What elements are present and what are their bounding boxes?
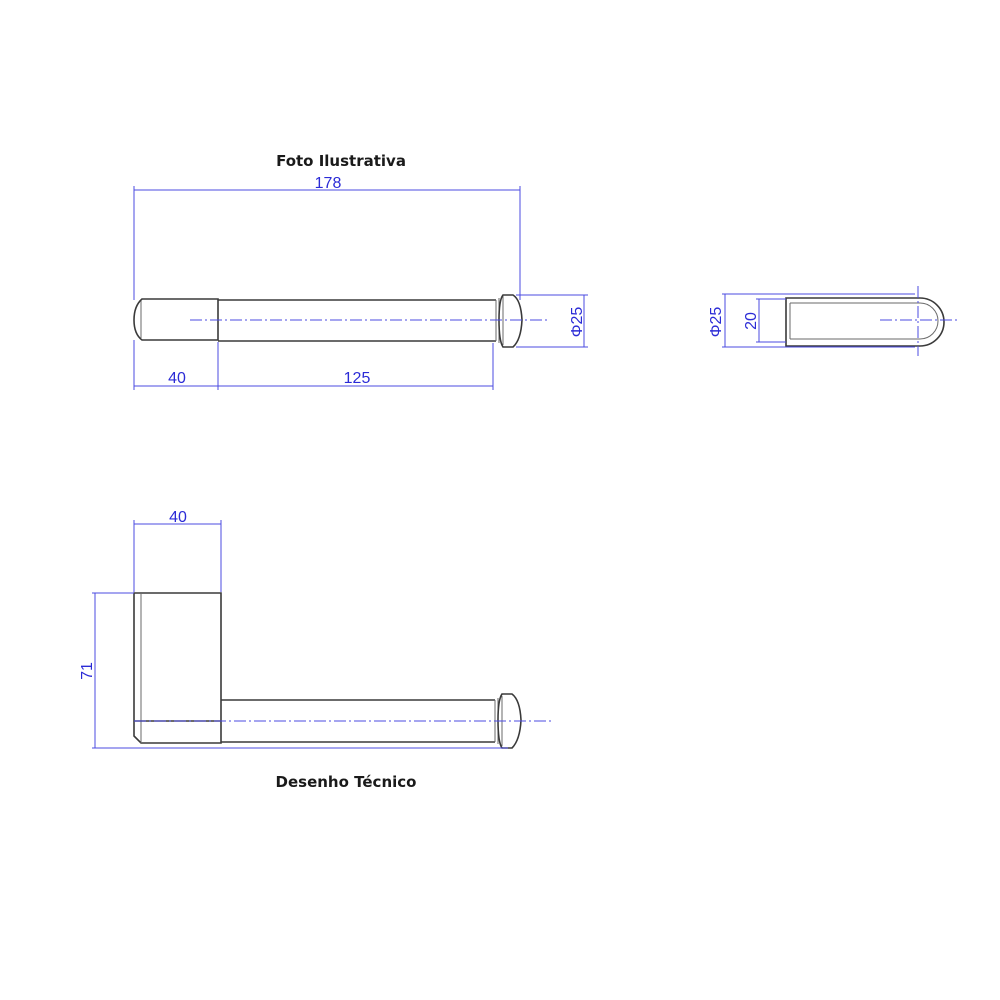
top-view: 178 Φ25 40 125 [133,175,588,390]
knob-top-view [495,294,523,348]
dim-label-dia25-side: Φ25 [569,307,586,338]
end-view-outer [785,297,945,347]
end-view: Φ25 20 [708,286,958,356]
dim-label-40-top: 40 [168,370,186,387]
dim-label-20: 20 [743,312,760,330]
title-desenho-tecnico: Desenho Técnico [276,773,417,791]
dim-label-71: 71 [79,662,96,680]
dim-label-dia25-end: Φ25 [708,307,725,338]
title-foto-ilustrativa: Foto Ilustrativa [276,152,406,170]
side-view: 40 71 [79,509,552,749]
dim-label-125: 125 [344,370,371,387]
dim-label-178: 178 [315,175,342,192]
base-block-side [133,592,222,744]
end-view-inner [790,302,939,340]
base-block-top [133,298,219,341]
dim-label-40-bottom: 40 [169,509,187,526]
